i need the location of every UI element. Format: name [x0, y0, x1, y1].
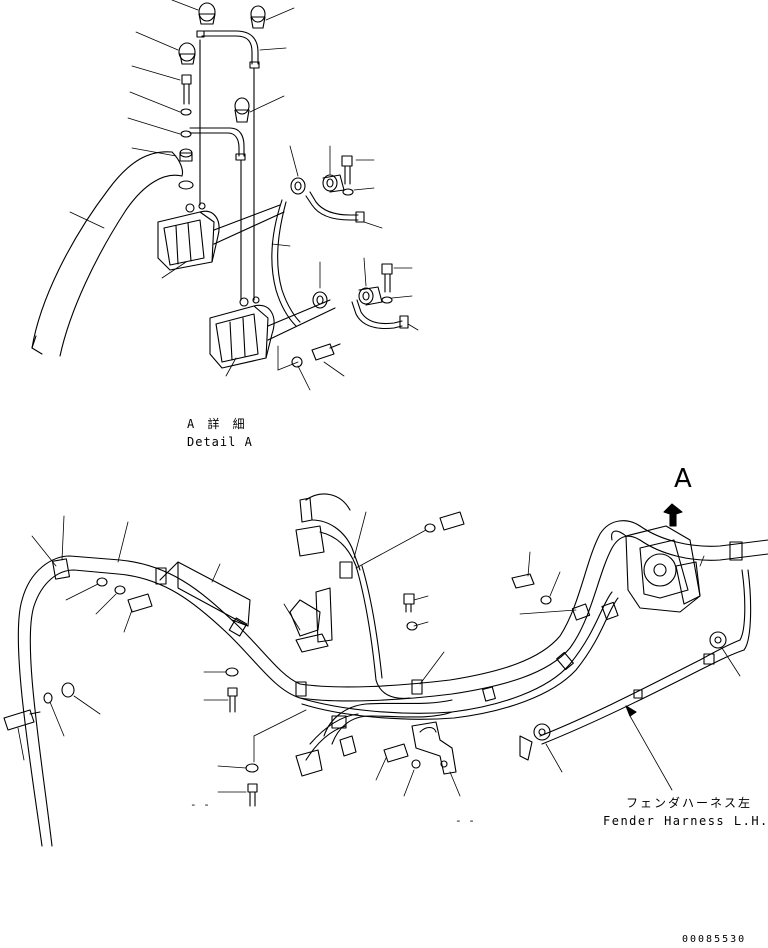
fender-harness-label-japanese: フェンダハーネス左 — [626, 796, 753, 810]
fender-harness-label-english: Fender Harness L.H. — [603, 814, 768, 828]
harness-drawing — [3, 493, 768, 847]
detail-title-japanese: A 詳 細 — [187, 417, 248, 431]
detail-title-english: Detail A — [187, 435, 253, 449]
dash-mark-left: - - — [190, 798, 210, 811]
dash-mark-center: - - — [455, 814, 475, 827]
drawing-number: 00085530 — [682, 934, 747, 945]
detail-a-drawing — [31, 0, 419, 391]
view-marker-a: A — [674, 464, 692, 494]
